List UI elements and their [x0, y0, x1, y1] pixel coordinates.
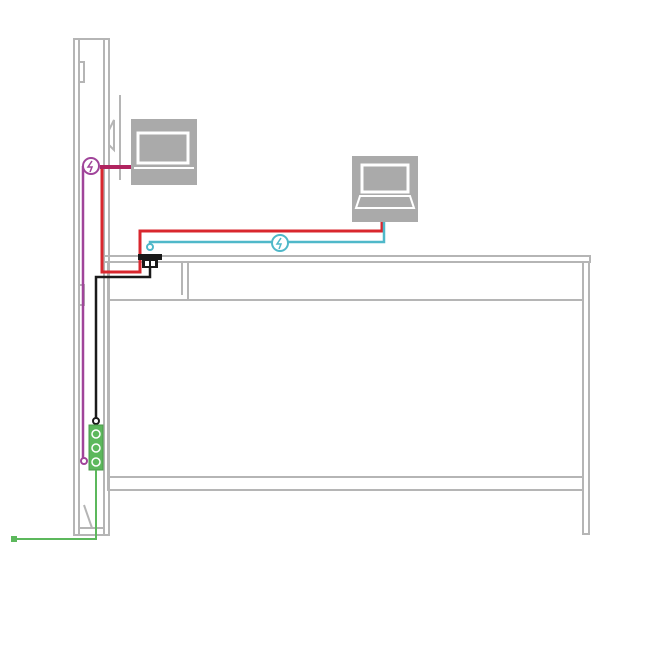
plug-icon	[11, 536, 17, 542]
power-strip-icon	[88, 424, 104, 471]
monitor-icon	[131, 119, 197, 185]
thunderbolt-icon	[271, 234, 289, 252]
dock	[138, 254, 162, 268]
power-strip-cable	[14, 470, 97, 540]
dock-power-cable	[94, 262, 152, 420]
laptop-icon	[352, 156, 418, 222]
thunderbolt-connector	[146, 243, 154, 251]
thunderbolt-icon	[82, 157, 100, 175]
desk	[103, 255, 591, 535]
monitor-power-plug	[80, 457, 88, 465]
dock-power-plug	[92, 417, 100, 425]
thunderbolt-cable	[148, 222, 386, 247]
